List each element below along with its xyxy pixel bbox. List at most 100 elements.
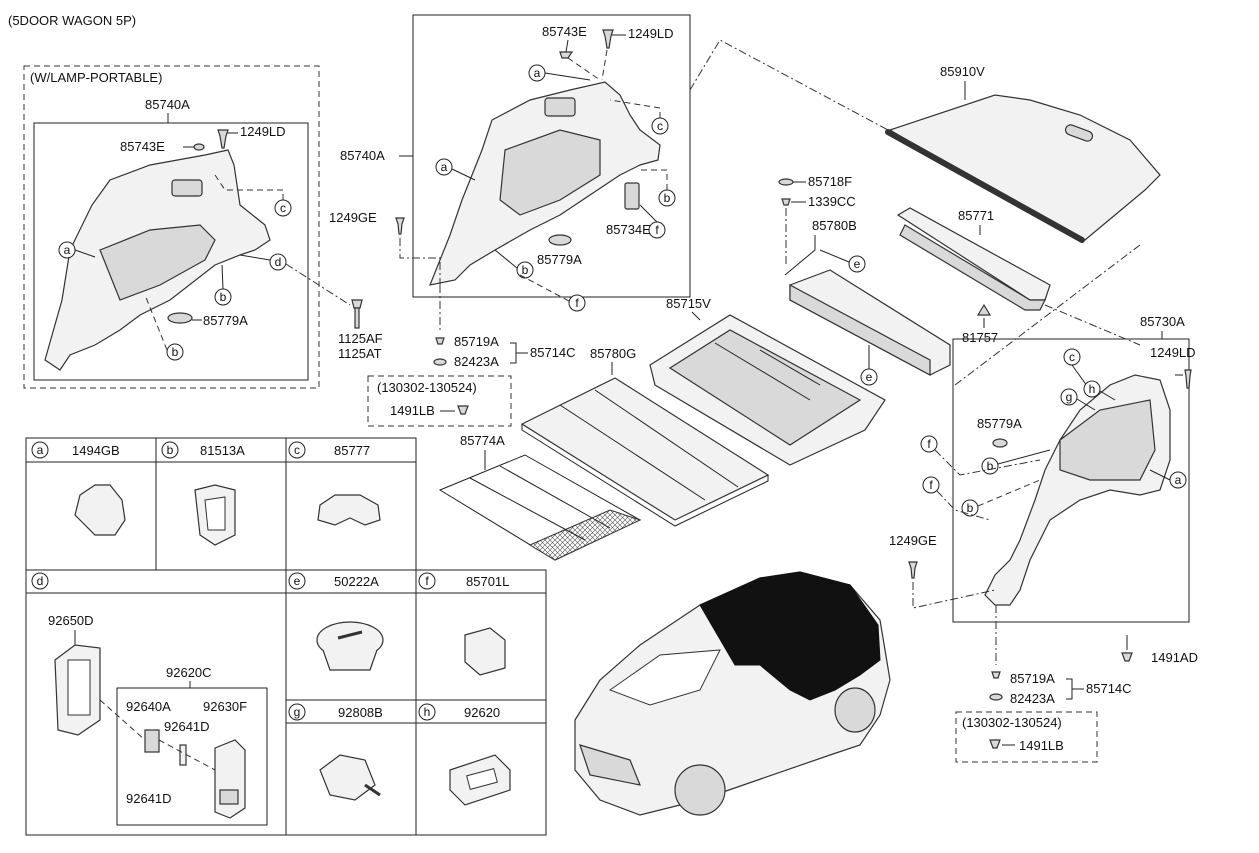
svg-text:a: a: [534, 66, 541, 80]
legend-d-switch: [144, 729, 160, 753]
tray-85715v-group: 85715V: [649, 296, 886, 466]
box-85780b-group: 85780B e e: [784, 218, 951, 386]
svg-text:b: b: [664, 191, 671, 205]
screw-part: [217, 129, 229, 149]
legend-e-part: 50222A: [334, 574, 379, 589]
right-callout-c: c: [1063, 348, 1081, 366]
cargo-net-mesh: [528, 509, 642, 561]
right-trim-pocket: [1059, 399, 1156, 481]
legend-d-terminal: [179, 744, 187, 766]
svg-text:c: c: [280, 201, 286, 215]
cover-85910v-group: 85910V: [689, 39, 1161, 243]
scuff-plate-85771: [896, 207, 1051, 301]
lamp-portable-group: (W/LAMP-PORTABLE) 85740A 85743E 1249LD 8…: [23, 65, 351, 389]
clip-1491lb-right: [989, 739, 1001, 749]
legend-b-part: 81513A: [200, 443, 245, 458]
right-trim-box: [952, 338, 1190, 623]
legend-h: h 92620: [418, 703, 511, 806]
screw-1249ge: [395, 217, 405, 235]
right-label-1249ge: 1249GE: [889, 533, 937, 548]
svg-text:h: h: [1089, 382, 1096, 396]
label-85780g: 85780G: [590, 346, 636, 361]
svg-text:c: c: [1069, 350, 1075, 364]
main-trim-pocket: [499, 129, 601, 216]
lamp-inner-box: [33, 122, 309, 381]
cap-screw-group: 85718F 1339CC: [778, 174, 856, 265]
svg-text:c: c: [294, 443, 300, 457]
main-label-85743e: 85743E: [542, 24, 587, 39]
main-label-85779a: 85779A: [537, 252, 582, 267]
svg-text:e: e: [294, 574, 301, 588]
bolt-shank: [354, 307, 360, 329]
bolt-label-1125at: 1125AT: [338, 346, 382, 361]
legend-g-socket: [319, 754, 376, 801]
clip-82423a-right: [989, 693, 1003, 701]
lamp-callout-b1: b: [214, 288, 232, 306]
right-clip-set: 85719A 82423A 85714C (130302-130524) 149…: [955, 671, 1132, 763]
main-callout-f2: f: [568, 294, 586, 312]
bolt-label-1125af: 1125AF: [338, 331, 383, 346]
lamp-callout-b2: b: [166, 343, 184, 361]
svg-text:f: f: [929, 478, 933, 492]
right-callout-f1: f: [920, 435, 938, 453]
lamp-85779a-part: [167, 312, 193, 324]
lamp-label-85779a: 85779A: [203, 313, 248, 328]
legend-f-part: 85701L: [466, 574, 509, 589]
main-callout-f: f: [648, 221, 666, 239]
label-81757: 81757: [962, 330, 998, 345]
right-label-85779a: 85779A: [977, 416, 1022, 431]
box-callout-e1: e: [848, 255, 866, 273]
svg-text:c: c: [657, 119, 663, 133]
clip-82423a-left: [433, 358, 447, 366]
legend-grid: a 1494GB b 81513A c 85777 d 92650D 92620…: [25, 437, 547, 836]
right-callout-h: h: [1083, 380, 1101, 398]
vehicle-windshield: [608, 649, 721, 706]
floor-tray-inner: [668, 329, 862, 446]
left-date-range: (130302-130524): [377, 380, 477, 395]
model-title: (5DOOR WAGON 5P): [8, 13, 136, 28]
svg-text:a: a: [37, 443, 44, 457]
label-85910v: 85910V: [940, 64, 985, 79]
clip-part: [193, 143, 205, 151]
clip-1491lb-left: [457, 405, 469, 415]
svg-text:g: g: [1066, 390, 1073, 404]
left-label-85714c: 85714C: [530, 345, 576, 360]
box-callout-e2: e: [860, 368, 878, 386]
lamp-label-85743e: 85743E: [120, 139, 165, 154]
clip-85719a-left: [435, 337, 445, 345]
svg-text:b: b: [987, 459, 994, 473]
right-screw-1249ge: [908, 561, 918, 579]
left-label-82423a: 82423A: [454, 354, 499, 369]
svg-text:e: e: [866, 370, 873, 384]
main-85779a-part: [548, 234, 572, 246]
legend-d-92641d-bottom: 92641D: [126, 791, 172, 806]
vehicle-rear-wheel: [834, 687, 876, 733]
legend-d-92641d-top: 92641D: [164, 719, 210, 734]
legend-f-cover: [464, 627, 506, 676]
svg-text:f: f: [655, 223, 659, 237]
cover-handle: [1064, 124, 1094, 142]
lamp-assembly-label: 85740A: [145, 97, 190, 112]
cap-85718f: [778, 178, 794, 186]
svg-text:b: b: [967, 501, 974, 515]
lamp-callout-c: c: [274, 199, 292, 217]
legend-d-lens: [214, 739, 246, 819]
left-label-85719a: 85719A: [454, 334, 499, 349]
legend-d-92630f: 92630F: [203, 699, 247, 714]
right-callout-b2: b: [961, 499, 979, 517]
board-85780g-group: 85780G: [520, 346, 770, 527]
vehicle-grille: [579, 744, 641, 786]
right-callout-b1: b: [981, 457, 999, 475]
svg-text:a: a: [441, 160, 448, 174]
right-date-range: (130302-130524): [962, 715, 1062, 730]
right-screw-1249ld: [1184, 369, 1192, 389]
lamp-trim-pocket: [99, 224, 216, 301]
main-label-85734e: 85734E: [606, 222, 651, 237]
main-callout-a1: a: [528, 64, 546, 82]
right-label-1491lb: 1491LB: [1019, 738, 1064, 753]
svg-text:a: a: [64, 243, 71, 257]
lamp-trim-window: [171, 179, 203, 197]
clip-1491ad: [1121, 652, 1133, 662]
